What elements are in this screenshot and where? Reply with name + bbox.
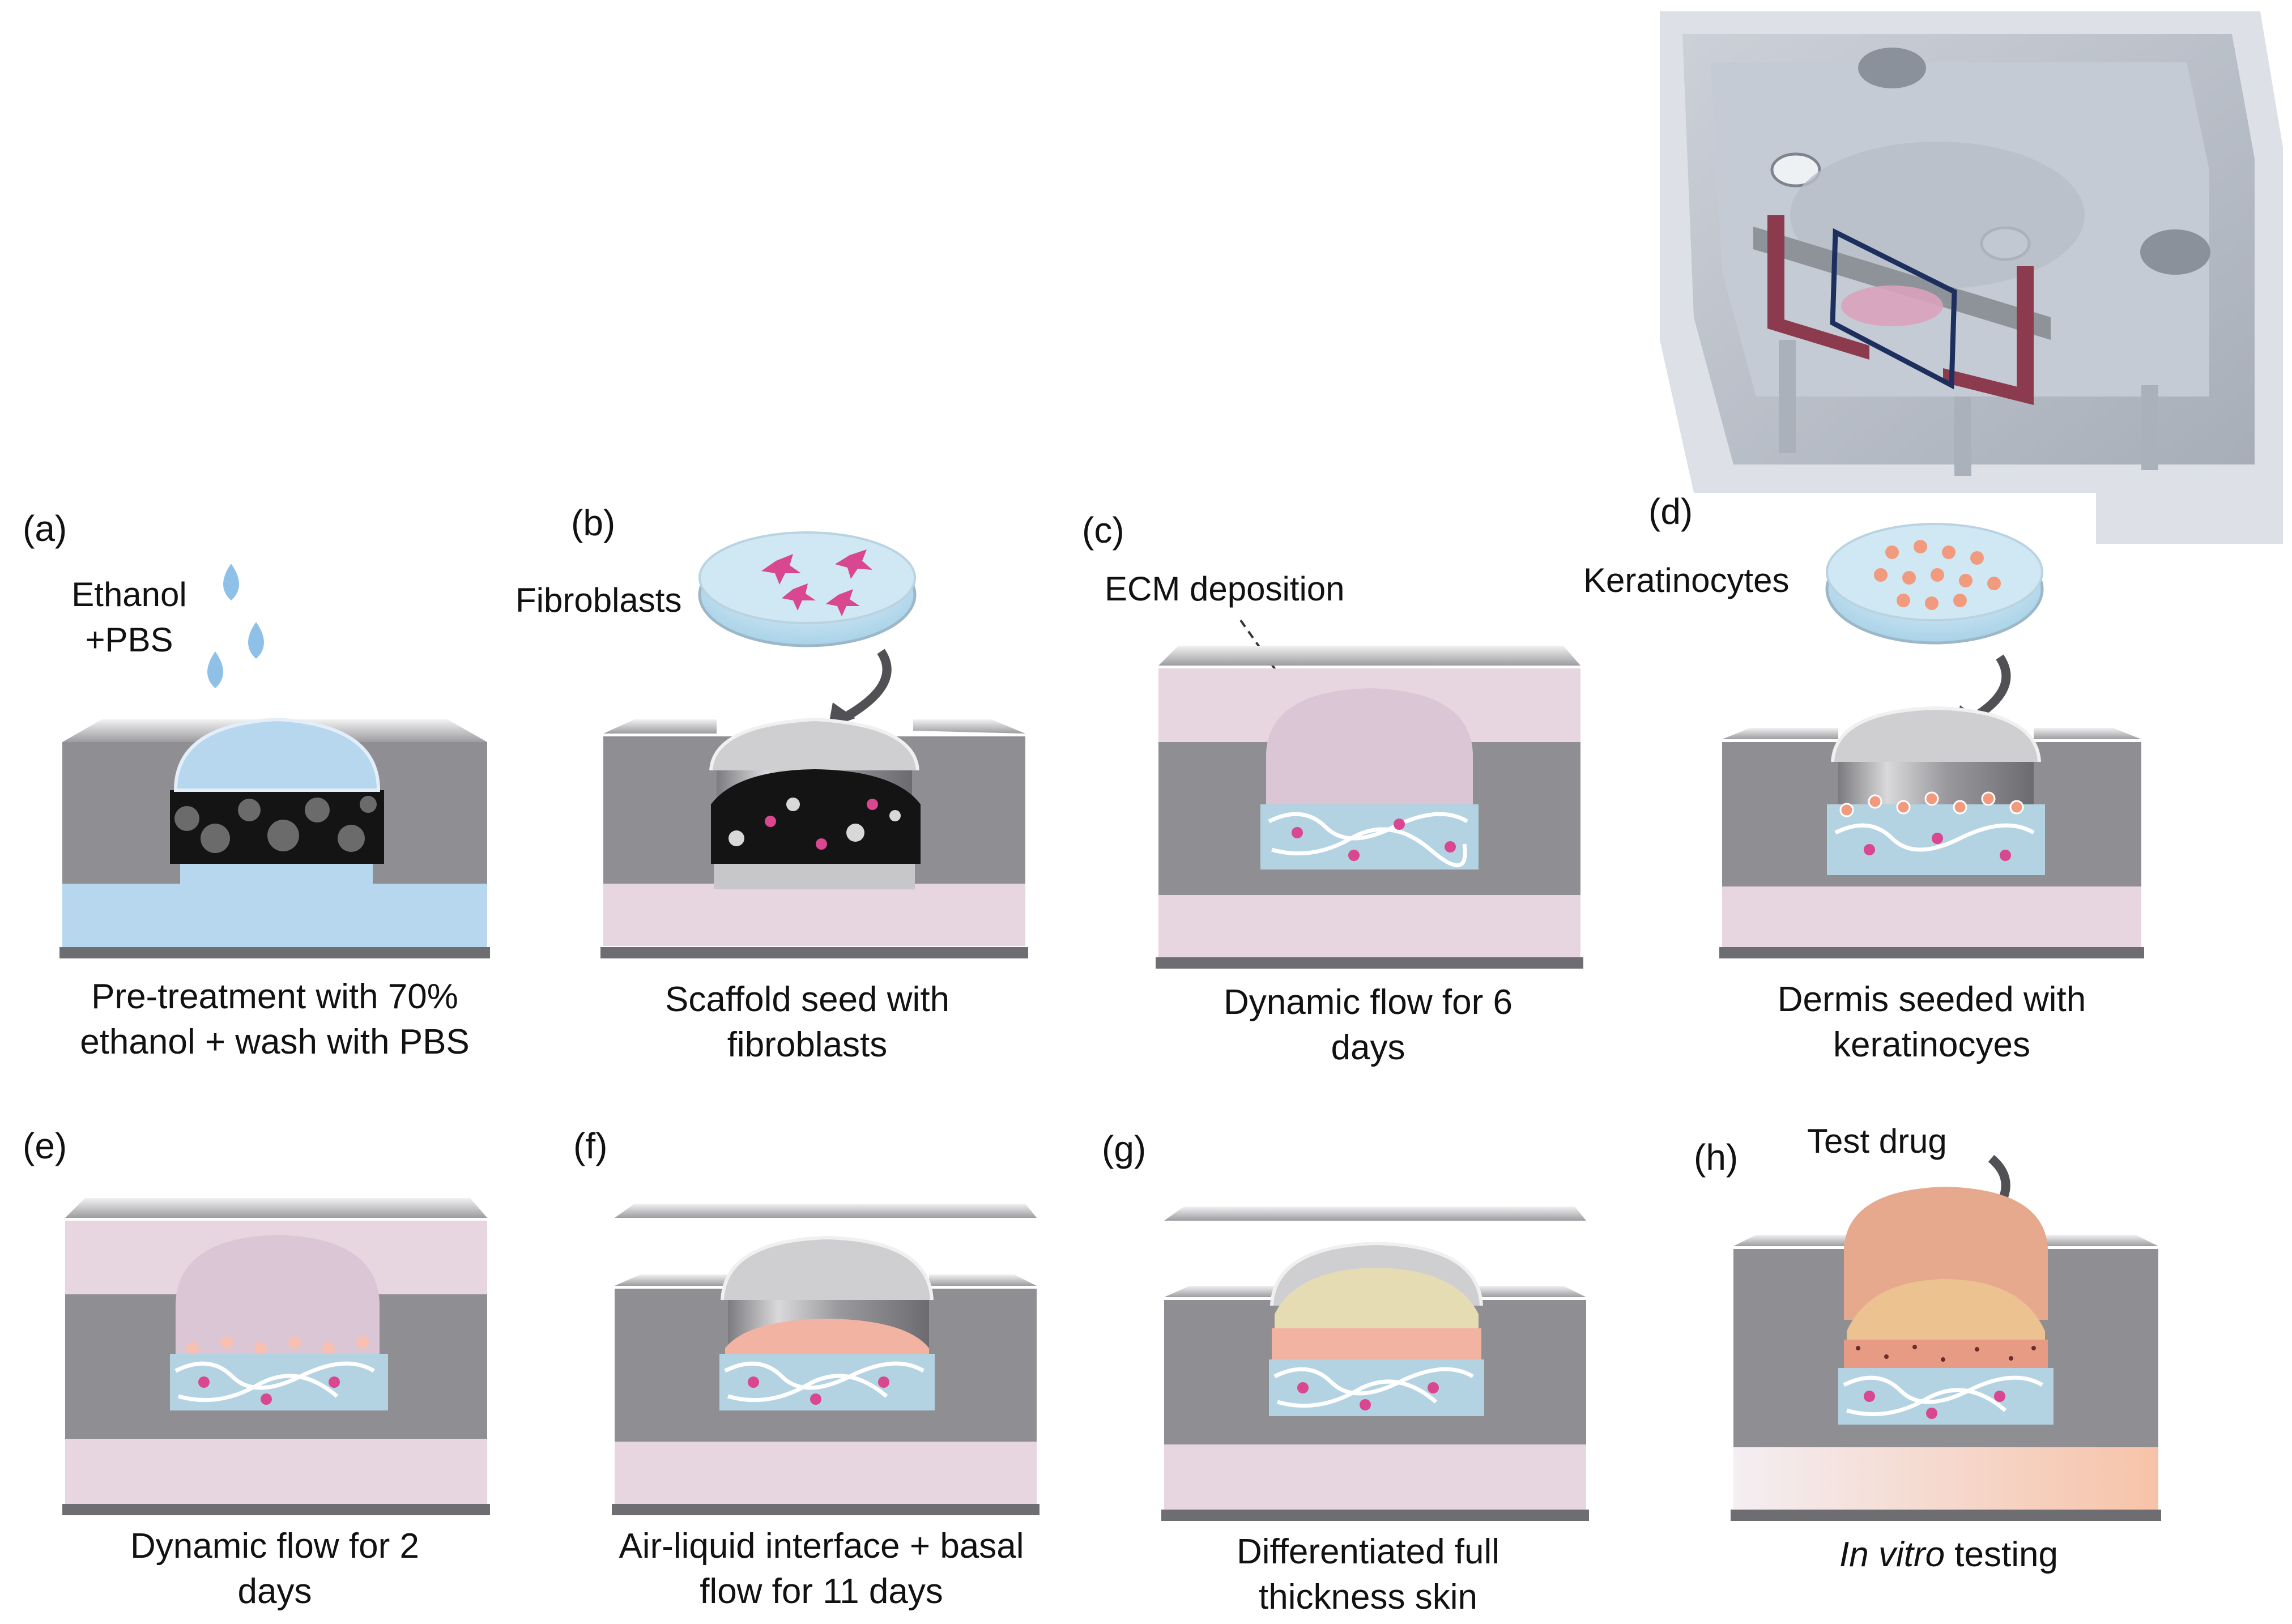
caption-d-line2: keratinocyes xyxy=(1833,1025,2030,1064)
petri-dish-icon xyxy=(1825,523,2044,645)
caption-f-line1: Air-liquid interface + basal xyxy=(619,1527,1024,1566)
panel-label-e: (e) xyxy=(23,1126,67,1166)
epidermis xyxy=(725,1319,929,1357)
caption-f-line2: flow for 11 days xyxy=(700,1572,943,1611)
caption-g-line2: thickness skin xyxy=(1259,1578,1477,1617)
panel-c: (c) ECM deposition Dynamic flow for 6 da… xyxy=(1082,510,1583,1067)
panel-d: (d) Keratinocytes Dermis seeded with ker… xyxy=(1583,491,2144,1064)
caption-b-line1: Scaffold seed with xyxy=(665,980,949,1019)
epidermis xyxy=(1272,1328,1481,1362)
ethanol-label-line2: +PBS xyxy=(85,621,173,659)
drop-icon xyxy=(207,651,223,688)
panel-label-c: (c) xyxy=(1082,510,1124,551)
caption-g-line1: Differentiated full xyxy=(1237,1532,1499,1571)
caption-h-italic: In vitro xyxy=(1839,1535,1945,1574)
test-drug-label: Test drug xyxy=(1807,1122,1947,1160)
caption-c-line2: days xyxy=(1331,1028,1405,1067)
panel-label-b: (b) xyxy=(571,502,615,543)
panel-f: (f) Air-liquid interface + basal flow fo… xyxy=(573,1126,1040,1611)
caption-b-line2: fibroblasts xyxy=(727,1025,888,1064)
caption-h-rest: testing xyxy=(1945,1535,2058,1574)
panel-e: (e) Dynamic flow for 2 days xyxy=(23,1126,490,1611)
drop-icon xyxy=(248,622,264,659)
caption-e-line2: days xyxy=(238,1572,312,1611)
panel-label-d: (d) xyxy=(1648,491,1693,532)
panel-label-g: (g) xyxy=(1102,1128,1146,1169)
panel-b: (b) Fibroblasts Scaffold seed with fibro… xyxy=(516,502,1028,1064)
stratum-corneum xyxy=(1275,1268,1479,1328)
epidermis xyxy=(1844,1340,2048,1371)
panel-label-a: (a) xyxy=(23,508,67,549)
panel-h: (h) Test drug In vitro testing xyxy=(1694,1122,2161,1574)
drop-icon xyxy=(223,564,239,600)
keratinocytes-label: Keratinocytes xyxy=(1583,561,1790,599)
panel-g: (g) Differentiated full thickness skin xyxy=(1102,1128,1589,1617)
ethanol-label-line1: Ethanol xyxy=(71,576,187,613)
petri-dish-icon xyxy=(698,531,917,647)
caption-c-line1: Dynamic flow for 6 xyxy=(1224,983,1513,1022)
chip-3d-render xyxy=(1660,11,2283,544)
ecm-label: ECM deposition xyxy=(1105,570,1345,608)
caption-d-line1: Dermis seeded with xyxy=(1778,980,2086,1019)
stratum-corneum xyxy=(1847,1279,2045,1342)
arrow-icon xyxy=(839,649,892,724)
panel-label-f: (f) xyxy=(573,1126,607,1166)
caption-a-line1: Pre-treatment with 70% xyxy=(91,977,458,1016)
caption-a-line2: ethanol + wash with PBS xyxy=(80,1022,470,1062)
caption-h: In vitro testing xyxy=(1839,1535,2058,1574)
caption-e-line1: Dynamic flow for 2 xyxy=(130,1527,419,1566)
panel-label-h: (h) xyxy=(1694,1137,1738,1178)
panel-a: (a) Ethanol +PBS Pre-treatment with 70% … xyxy=(23,508,490,1062)
scaffold xyxy=(711,769,921,864)
fibroblasts-label: Fibroblasts xyxy=(516,581,681,619)
